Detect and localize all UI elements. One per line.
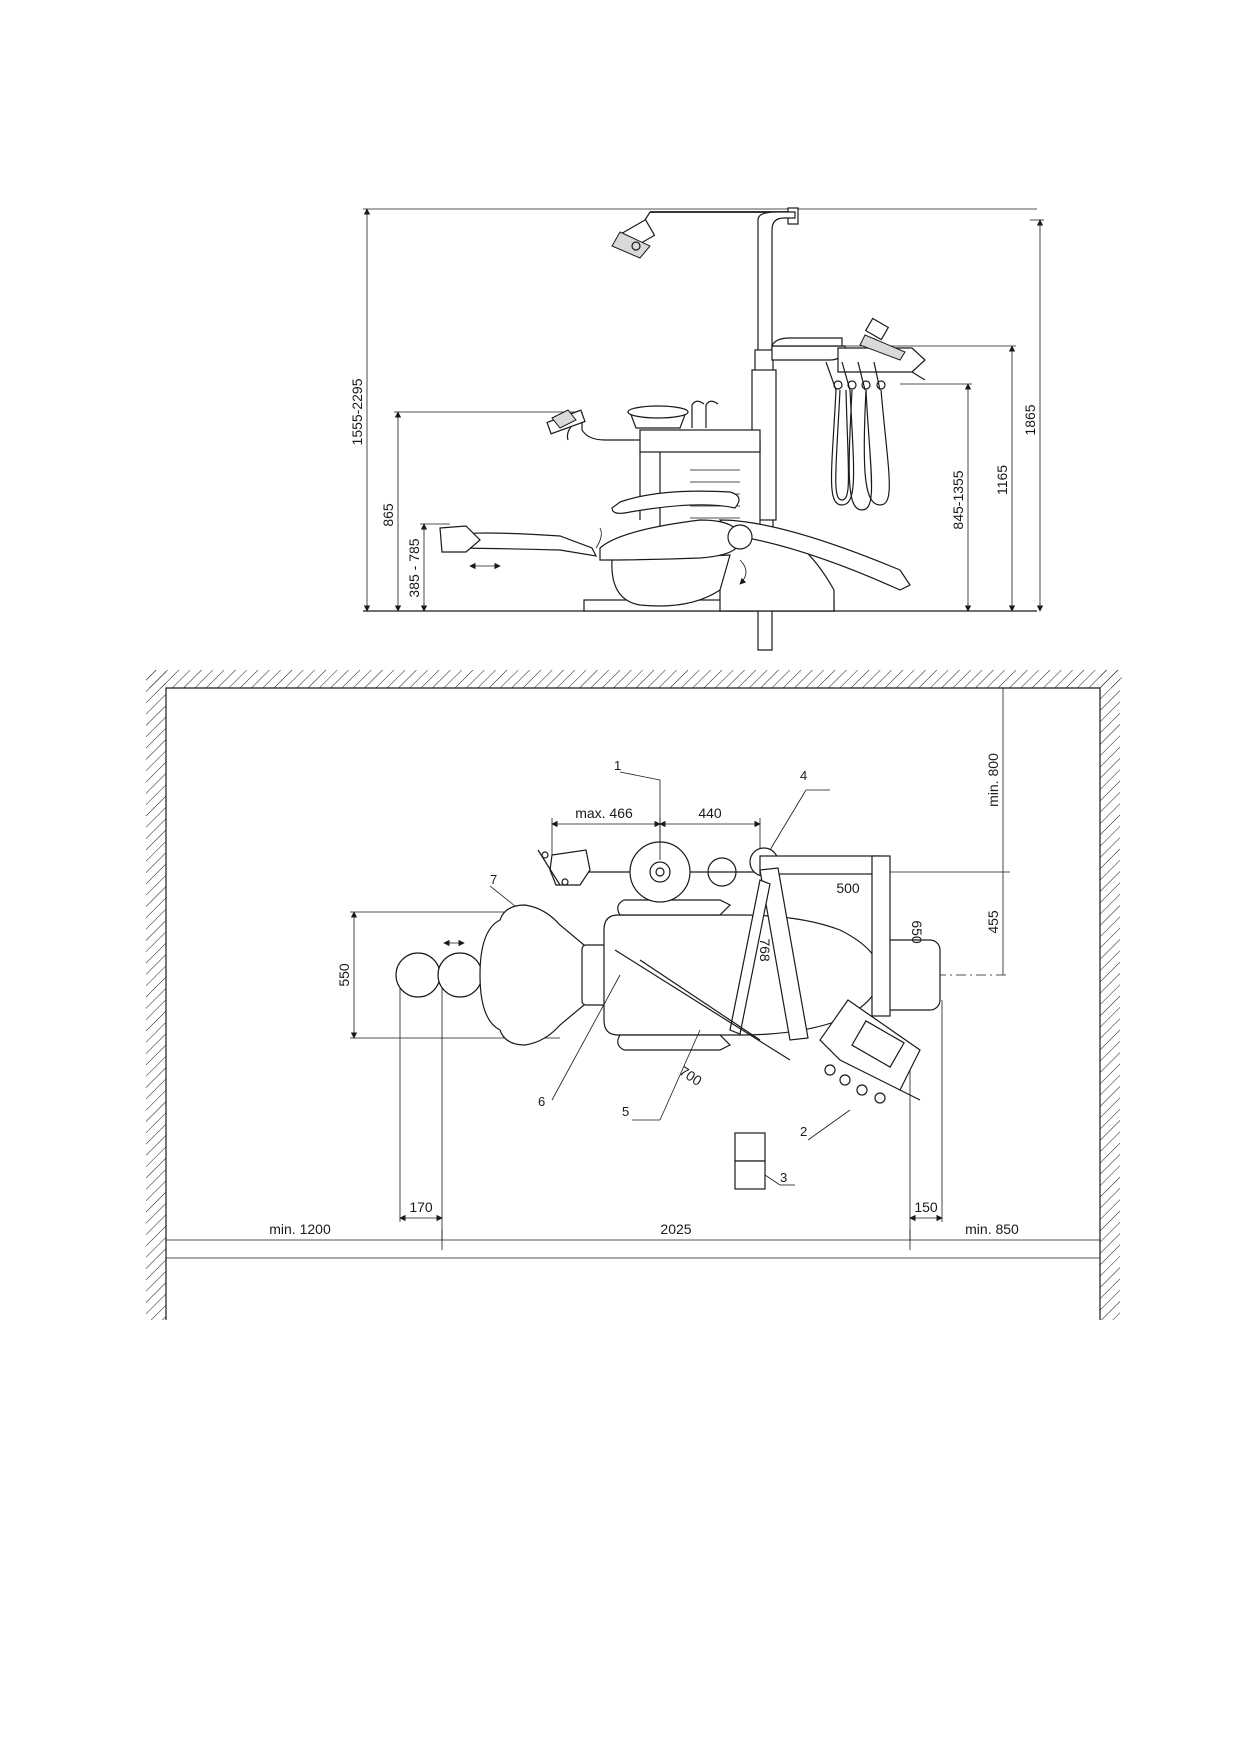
dim-right-offset: 150 bbox=[914, 1199, 938, 1215]
dim-chair-armrest-height: 865 bbox=[380, 503, 396, 527]
svg-text:3: 3 bbox=[780, 1170, 787, 1185]
dim-instrument-table-range: 845-1355 bbox=[950, 470, 966, 529]
foot-position-2 bbox=[437, 952, 483, 998]
side-view: 1555-2295 865 385 - 785 845-1355 1165 18… bbox=[349, 207, 1044, 651]
callout-7: 7 bbox=[489, 872, 516, 907]
callout-3: 3 bbox=[764, 1170, 795, 1186]
handpieces bbox=[825, 361, 886, 391]
plan-view: min. 1200 2025 min. 850 170 150 min. 800… bbox=[146, 670, 1122, 1320]
wall-inner-outline bbox=[165, 687, 1101, 1320]
dim-chair-length: 2025 bbox=[660, 1221, 691, 1237]
dim-light-to-post: 440 bbox=[698, 805, 722, 821]
svg-text:6: 6 bbox=[538, 1094, 545, 1109]
dim-arm-segment: 768 bbox=[757, 938, 773, 962]
dim-right-clearance: min. 850 bbox=[965, 1221, 1019, 1237]
cabinet-plan bbox=[734, 1132, 766, 1190]
dim-left-clearance: min. 1200 bbox=[269, 1221, 331, 1237]
callout-2: 2 bbox=[800, 1109, 851, 1141]
wall-right bbox=[1100, 670, 1120, 1320]
dim-post-offset: 455 bbox=[985, 910, 1001, 934]
dim-leg-rest-height: 385 - 785 bbox=[406, 538, 422, 597]
dim-table-height: 1165 bbox=[994, 465, 1010, 495]
dentist-element-plan bbox=[819, 999, 921, 1104]
callout-6: 6 bbox=[538, 974, 621, 1109]
dim-arm-length: 500 bbox=[836, 880, 860, 896]
chair-plan bbox=[581, 899, 941, 1051]
dentist-element bbox=[825, 317, 926, 511]
assistant-element-plan bbox=[537, 841, 760, 903]
svg-text:1: 1 bbox=[614, 758, 621, 773]
dim-overall-height: 1555-2295 bbox=[349, 378, 365, 445]
dim-chair-width: 550 bbox=[336, 963, 352, 987]
unit-arm-plan bbox=[614, 847, 891, 1061]
dim-light-reach: max. 466 bbox=[575, 805, 633, 821]
svg-text:2: 2 bbox=[800, 1124, 807, 1139]
svg-text:7: 7 bbox=[490, 872, 497, 887]
assistant-arm bbox=[546, 409, 640, 441]
callout-5: 5 bbox=[622, 1029, 701, 1121]
dental-chair bbox=[439, 490, 911, 612]
callout-4: 4 bbox=[769, 768, 830, 851]
foot-position-1 bbox=[395, 952, 441, 998]
dim-wall-clearance-top: min. 800 bbox=[985, 753, 1001, 807]
dim-unit-height: 1865 bbox=[1022, 404, 1038, 435]
callout-1: 1 bbox=[614, 758, 661, 860]
dim-foot-offset: 170 bbox=[409, 1199, 433, 1215]
dim-diagonal: 700 bbox=[677, 1063, 705, 1089]
wall-left bbox=[146, 670, 166, 1320]
dim-table-arm: 650 bbox=[909, 920, 925, 944]
wall-top bbox=[146, 670, 1122, 688]
svg-text:5: 5 bbox=[622, 1104, 629, 1119]
svg-text:4: 4 bbox=[800, 768, 807, 783]
